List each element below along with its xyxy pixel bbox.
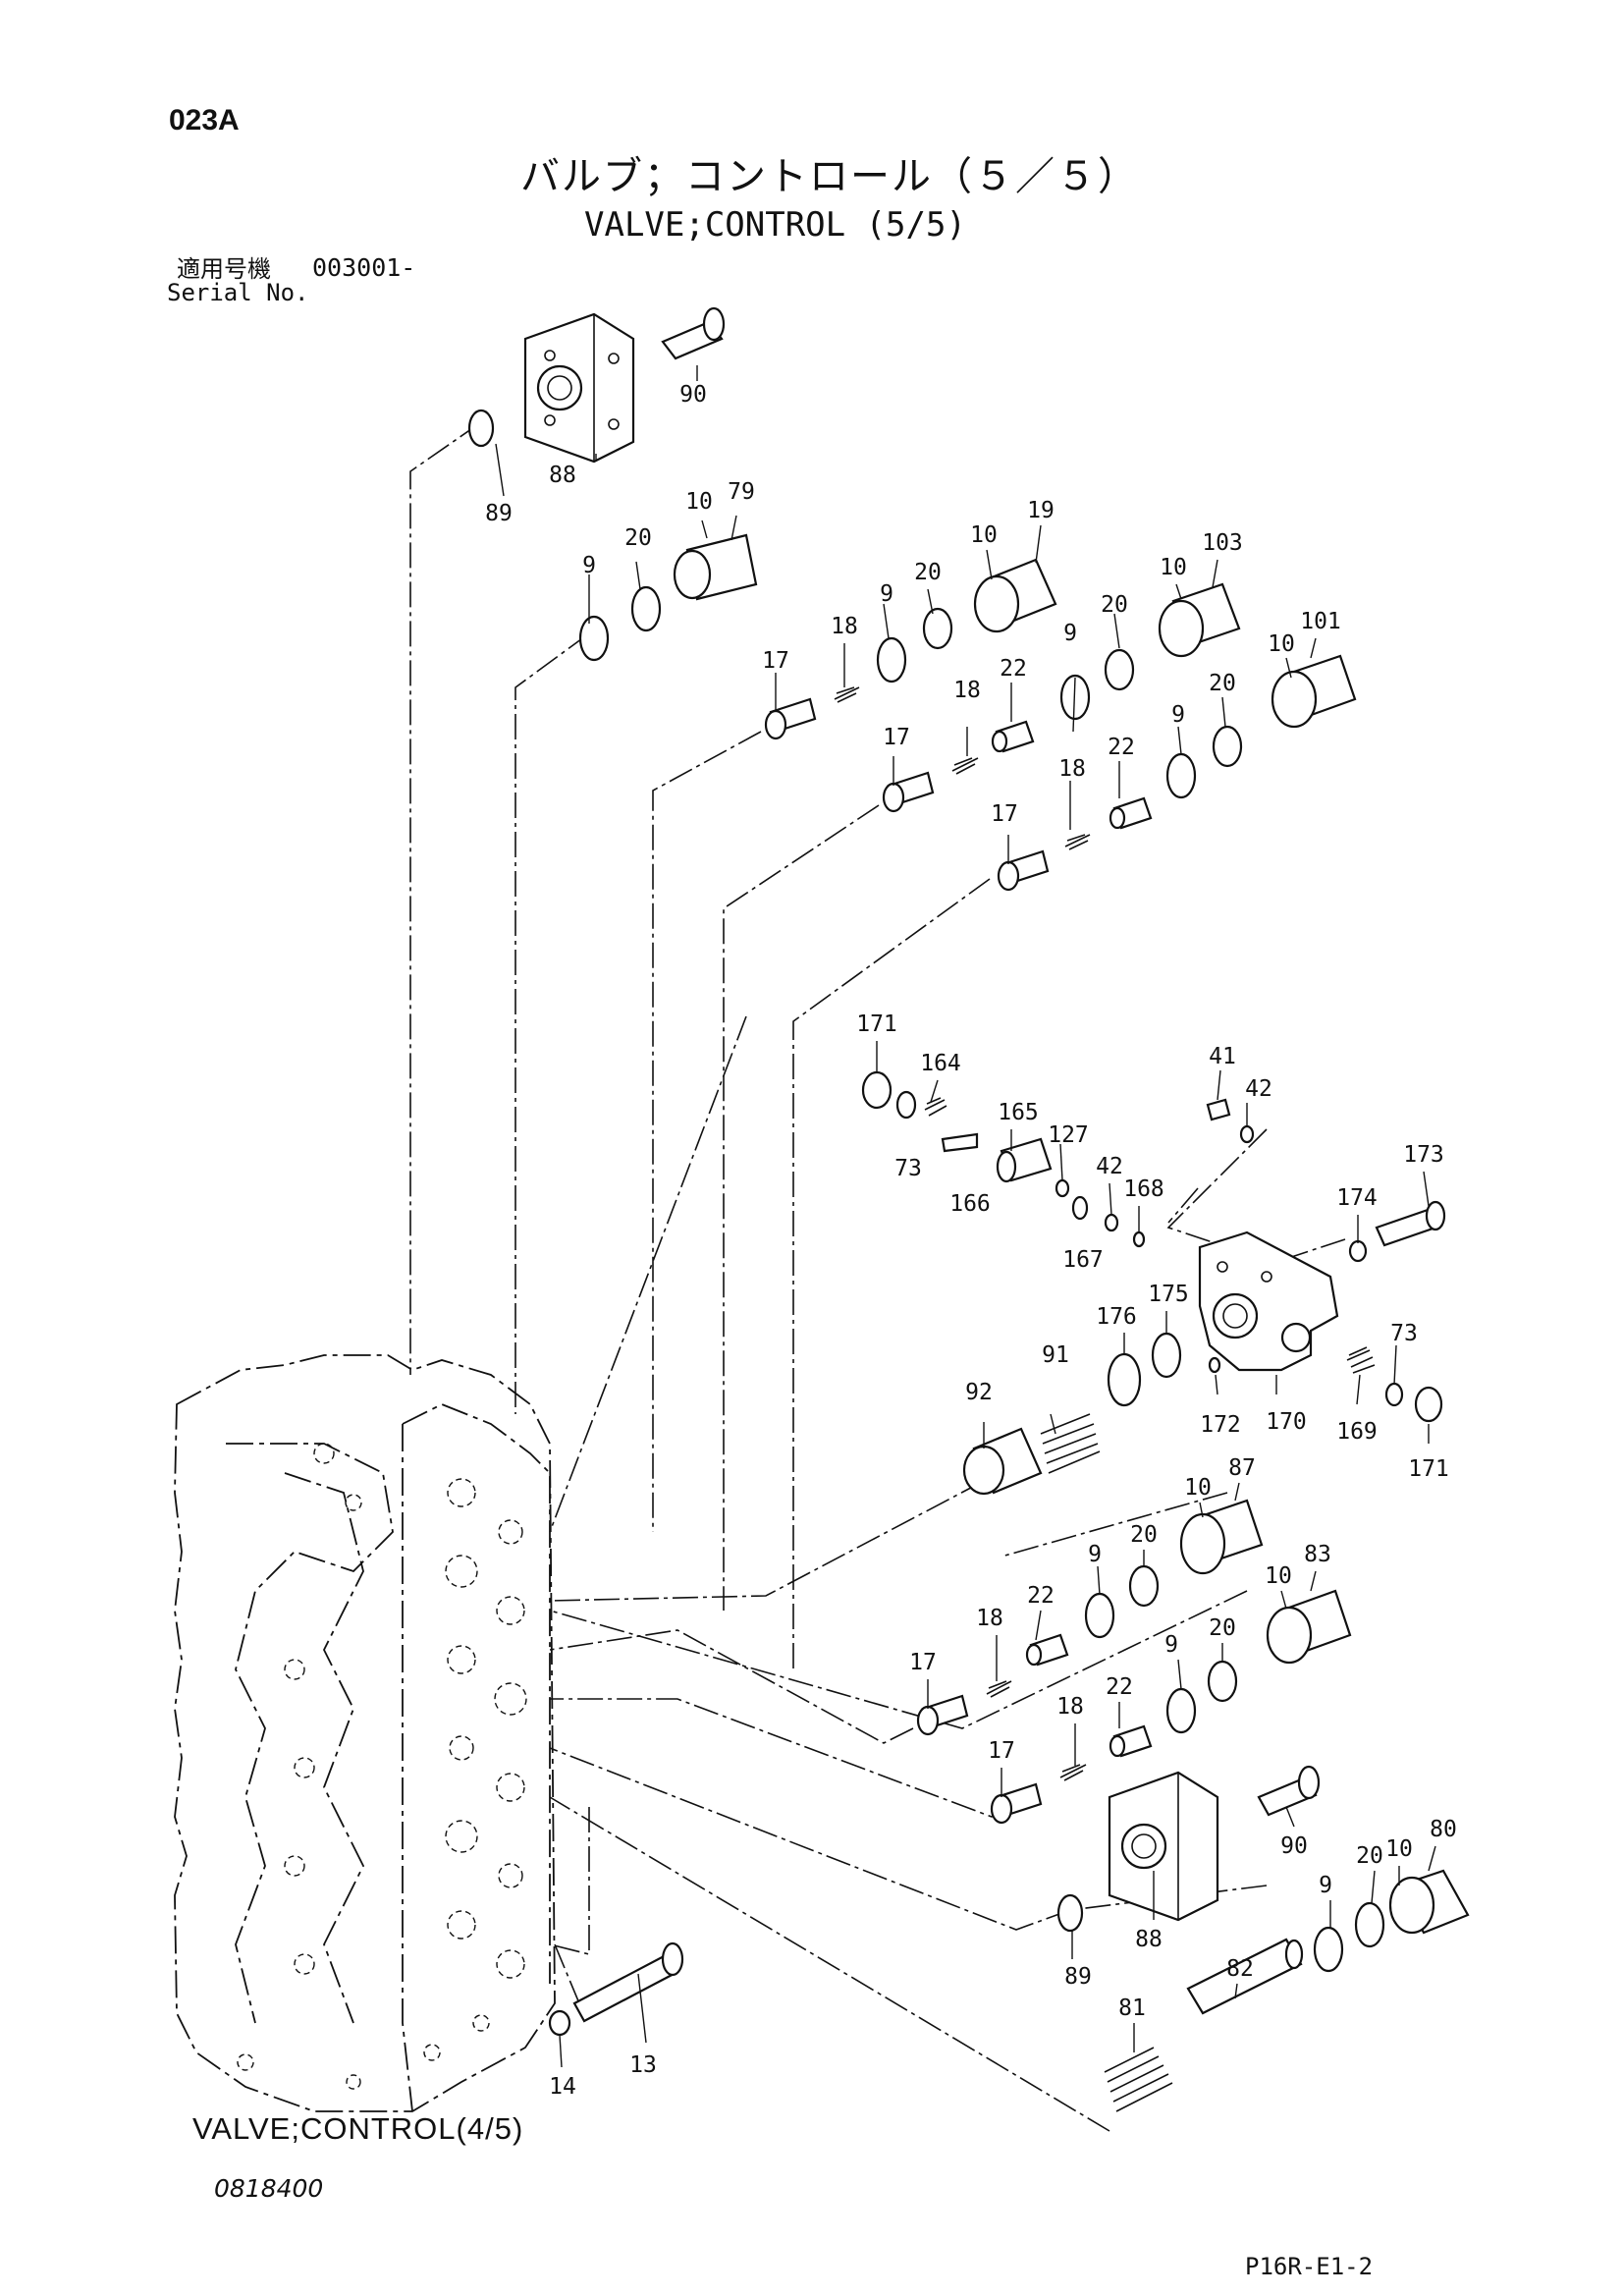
label-168: 168 [1123, 1176, 1164, 1202]
label-172: 172 [1200, 1412, 1241, 1438]
part-shapes [467, 306, 1470, 2112]
label-166: 166 [949, 1191, 991, 1217]
label-42: 42 [1096, 1154, 1123, 1179]
page-title-japanese: バルブ；コントロール（５／５） [520, 154, 1139, 199]
label-18: 18 [1058, 756, 1086, 782]
label-167: 167 [1062, 1247, 1104, 1273]
label-9: 9 [1171, 702, 1185, 728]
center-lines [409, 421, 1346, 2132]
label-22: 22 [1106, 1674, 1133, 1700]
label-20: 20 [1209, 671, 1236, 696]
label-10: 10 [685, 489, 713, 515]
label-9: 9 [582, 553, 596, 578]
label-89: 89 [1064, 1964, 1092, 1990]
label-20: 20 [1356, 1843, 1383, 1869]
label-90: 90 [1280, 1833, 1308, 1859]
label-22: 22 [1108, 735, 1135, 760]
label-41: 41 [1209, 1044, 1236, 1069]
label-9: 9 [1319, 1873, 1332, 1898]
label-17: 17 [988, 1738, 1015, 1764]
label-17: 17 [909, 1650, 937, 1675]
reference-assembly-label: VALVE;CONTROL(4/5) [192, 2111, 524, 2146]
label-42: 42 [1245, 1076, 1272, 1102]
label-92: 92 [965, 1380, 993, 1405]
label-171: 171 [856, 1011, 897, 1037]
label-73: 73 [1390, 1321, 1418, 1346]
serial-label: Serial No. [167, 279, 309, 306]
label-20: 20 [624, 525, 652, 551]
label-174: 174 [1336, 1185, 1378, 1211]
valve-housing-outline [174, 1354, 556, 2112]
label-173: 173 [1403, 1142, 1444, 1168]
label-18: 18 [1056, 1694, 1084, 1720]
label-20: 20 [914, 560, 942, 585]
label-80: 80 [1430, 1817, 1457, 1842]
label-17: 17 [883, 725, 910, 750]
label-88: 88 [549, 463, 576, 488]
label-9: 9 [1164, 1632, 1178, 1658]
serial-number: 003001- [312, 253, 416, 282]
label-90: 90 [679, 382, 707, 408]
page-code: 023A [169, 104, 240, 137]
label-17: 17 [762, 648, 789, 674]
label-73: 73 [894, 1156, 922, 1181]
page-reference: P16R-E1-2 [1245, 2253, 1374, 2280]
label-87: 87 [1228, 1455, 1256, 1481]
label-176: 176 [1096, 1304, 1137, 1330]
label-91: 91 [1042, 1342, 1069, 1368]
label-10: 10 [970, 522, 998, 548]
label-10: 10 [1184, 1475, 1212, 1501]
callout-leaders [495, 365, 1436, 2068]
label-18: 18 [831, 614, 858, 639]
label-10: 10 [1268, 631, 1295, 657]
label-20: 20 [1101, 592, 1128, 618]
label-20: 20 [1209, 1615, 1236, 1641]
label-10: 10 [1385, 1836, 1413, 1862]
label-13: 13 [629, 2052, 657, 2078]
label-9: 9 [880, 581, 893, 607]
label-81: 81 [1118, 1995, 1146, 2021]
label-164: 164 [920, 1051, 961, 1076]
label-83: 83 [1304, 1542, 1331, 1567]
label-9: 9 [1063, 621, 1077, 646]
label-170: 170 [1266, 1409, 1307, 1435]
label-22: 22 [1027, 1583, 1055, 1609]
label-103: 103 [1202, 530, 1243, 556]
label-14: 14 [549, 2074, 576, 2100]
page-title: VALVE;CONTROL (5/5) [584, 205, 966, 245]
label-127: 127 [1048, 1122, 1089, 1148]
label-19: 19 [1027, 498, 1055, 523]
label-165: 165 [998, 1100, 1039, 1125]
serial-label-japanese: 適用号機 [177, 255, 271, 283]
part-number-labels: 90 88 89 10 79 9 20 10 19 9 20 18 10 103… [485, 382, 1457, 2100]
label-101: 101 [1300, 609, 1341, 634]
label-18: 18 [976, 1606, 1003, 1631]
label-10: 10 [1265, 1563, 1292, 1589]
label-17: 17 [991, 801, 1018, 827]
label-20: 20 [1130, 1522, 1158, 1548]
label-169: 169 [1336, 1419, 1378, 1445]
label-88: 88 [1135, 1927, 1163, 1952]
label-22: 22 [1000, 656, 1027, 682]
label-171: 171 [1408, 1456, 1449, 1482]
label-175: 175 [1148, 1282, 1189, 1307]
label-89: 89 [485, 501, 513, 526]
label-10: 10 [1160, 555, 1187, 580]
document-number: 0818400 [214, 2174, 324, 2203]
label-18: 18 [953, 678, 981, 703]
label-82: 82 [1226, 1956, 1254, 1982]
label-9: 9 [1088, 1542, 1102, 1567]
label-79: 79 [728, 479, 755, 505]
